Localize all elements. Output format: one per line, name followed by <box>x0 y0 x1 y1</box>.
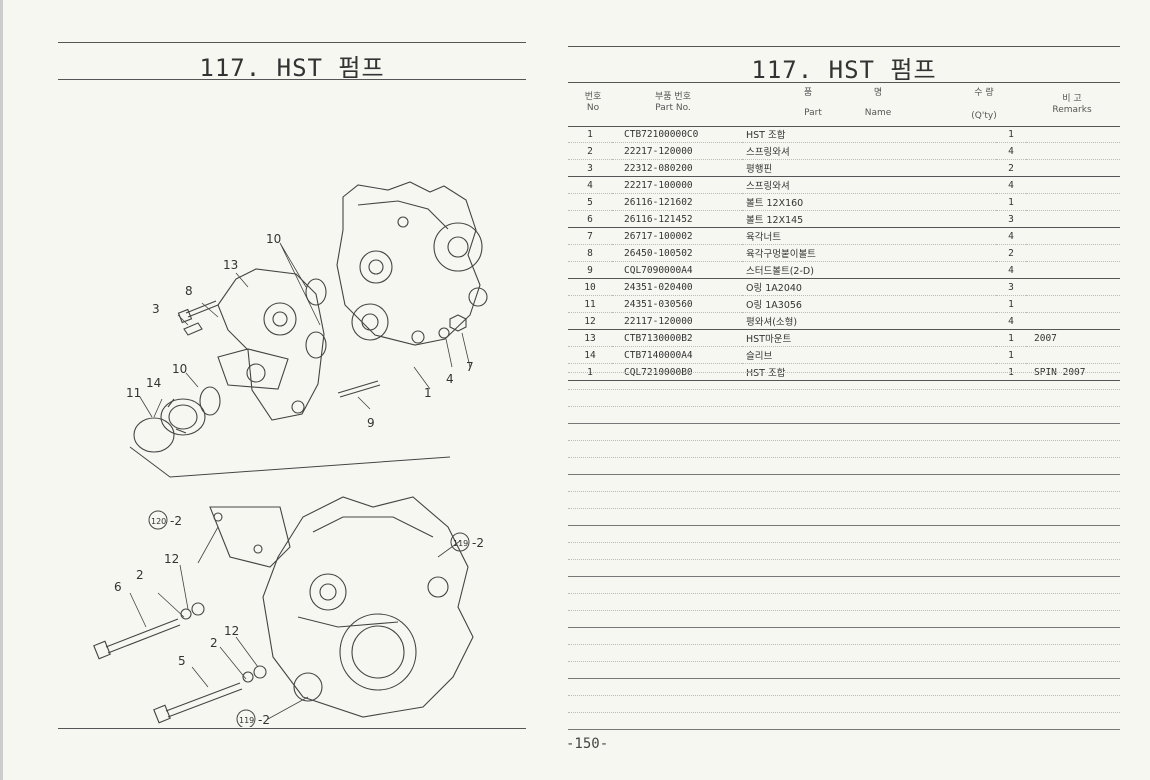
callout-119a: 119 <box>453 539 468 548</box>
callout-120: 120 <box>151 517 166 526</box>
bottom-rule <box>58 728 526 729</box>
header-name-en-2: Name <box>864 108 892 118</box>
callout-14: 14 <box>146 376 161 390</box>
header-remarks-en: Remarks <box>1052 105 1092 115</box>
page-title: 117. HST 펌프 <box>199 54 385 82</box>
table-header: 번호 No 부품 번호 Part No. 품 명 Part Name 수 량 (… <box>568 86 1120 127</box>
header-no-ko: 번호 <box>584 92 602 102</box>
callout-2a: 2 <box>136 568 144 582</box>
header-qty-ko: 수 량 <box>974 88 994 98</box>
callout-12b: 12 <box>224 624 239 638</box>
callout-2b: 2 <box>210 636 218 650</box>
header-no-en: No <box>586 103 600 113</box>
header-part-no-en: Part No. <box>655 103 691 113</box>
callout-5: 5 <box>178 654 186 668</box>
callout-9: 9 <box>367 416 375 430</box>
header-name-ko-1: 품 <box>803 88 813 98</box>
callout-13: 13 <box>223 258 238 272</box>
page-number: -150- <box>566 736 609 752</box>
right-page: 117. HST 펌프 번호 No 부품 번호 Part No. 품 명 Par… <box>568 42 1120 742</box>
exploded-parts-diagram: 10 13 8 3 10 14 11 9 4 7 1 120 -2 119 -2… <box>93 181 488 727</box>
callout-3: 3 <box>152 302 160 316</box>
callout-119b: 119 <box>239 716 254 725</box>
callout-119a-suffix: -2 <box>472 536 484 550</box>
header-qty-en: (Q'ty) <box>971 111 997 121</box>
top-rule <box>568 46 1120 47</box>
header-name-en-1: Part <box>804 108 822 118</box>
page-title: 117. HST 펌프 <box>751 56 937 84</box>
callout-11: 11 <box>126 386 141 400</box>
header-name-ko-2: 명 <box>873 88 883 98</box>
page-edge <box>0 0 3 780</box>
callout-6: 6 <box>114 580 122 594</box>
callout-8: 8 <box>185 284 193 298</box>
callout-10b: 10 <box>172 362 187 376</box>
title-rule <box>58 79 526 80</box>
title-rule <box>568 82 1120 83</box>
callout-1: 1 <box>424 386 432 400</box>
callout-7: 7 <box>466 360 474 374</box>
top-rule <box>58 42 526 43</box>
left-page: 117. HST 펌프 <box>58 42 526 732</box>
callout-10: 10 <box>266 232 281 246</box>
header-remarks-ko: 비 고 <box>1062 94 1082 104</box>
callout-119b-suffix: -2 <box>258 713 270 727</box>
callout-120-suffix: -2 <box>170 514 182 528</box>
header-part-no-ko: 부품 번호 <box>655 92 691 102</box>
callout-12a: 12 <box>164 552 179 566</box>
callout-4: 4 <box>446 372 454 386</box>
